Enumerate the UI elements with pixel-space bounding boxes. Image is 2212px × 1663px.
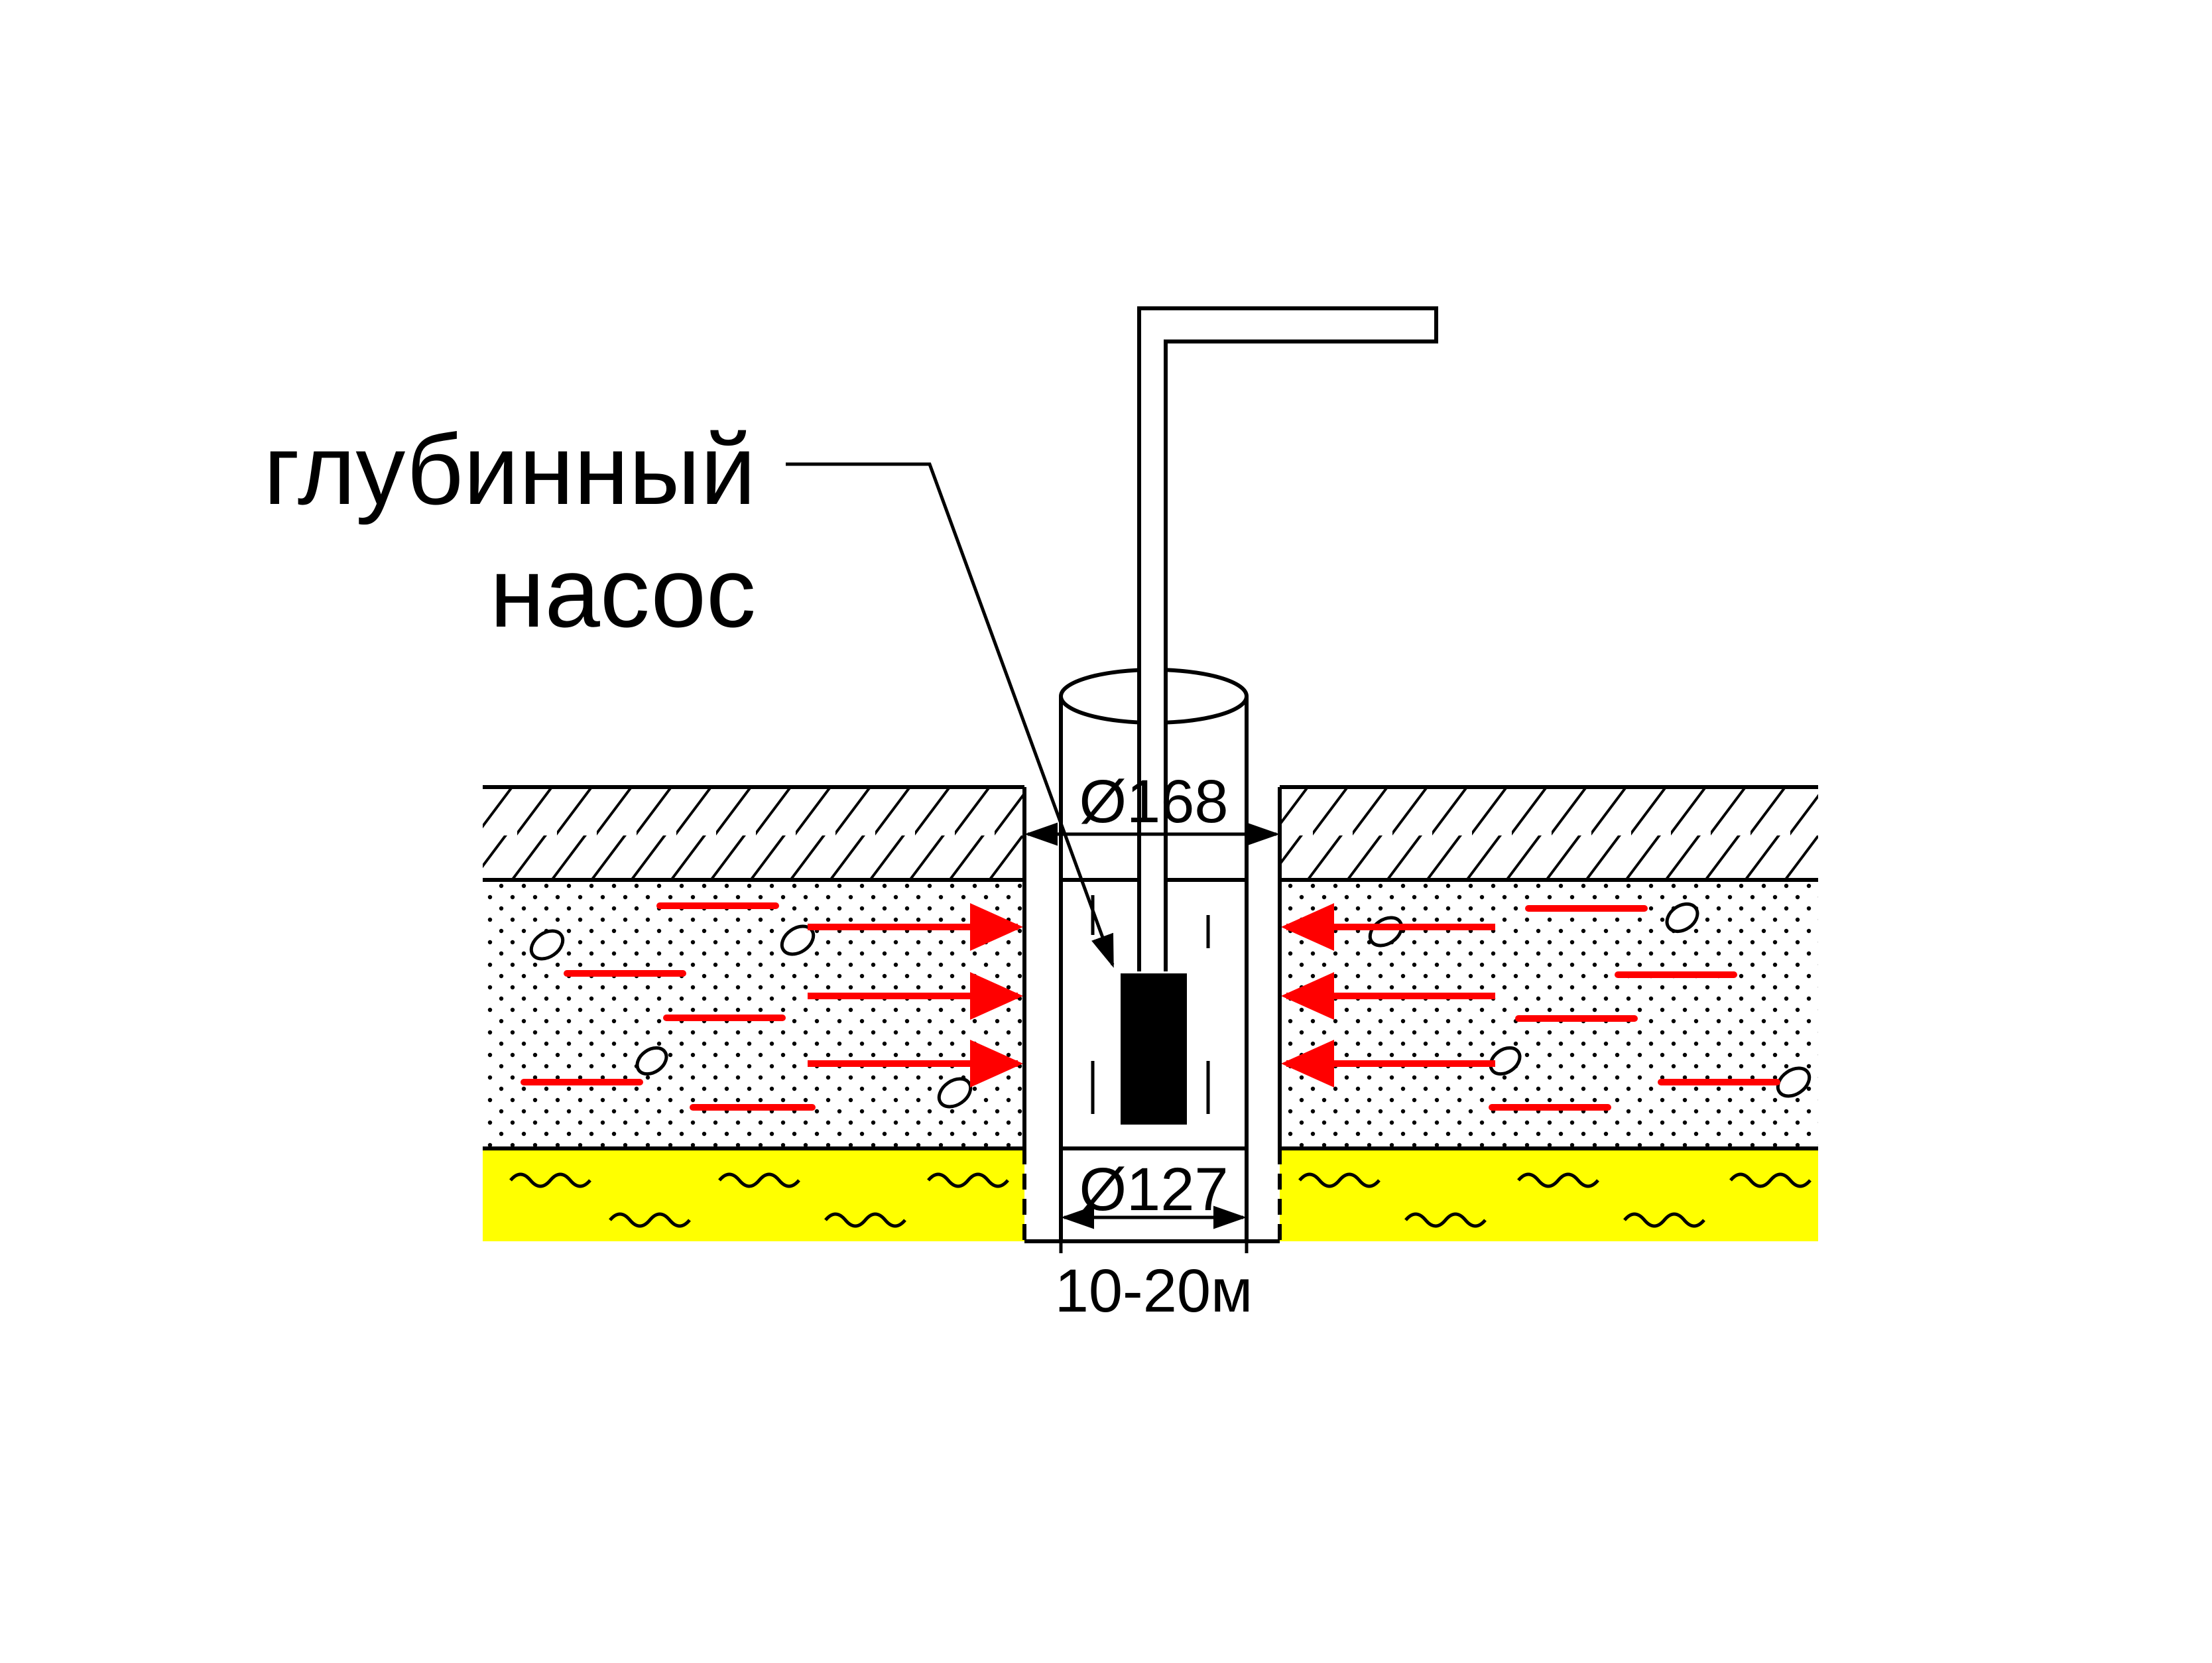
- depth-label: 10-20м: [1055, 1257, 1253, 1325]
- pebbles: [529, 902, 1812, 1109]
- aquifer-right: [1280, 1148, 1818, 1241]
- inner-diameter-label: Ø127: [1079, 1156, 1228, 1223]
- topsoil-right: [1280, 787, 1818, 880]
- deep-pump: [1121, 973, 1187, 1125]
- pump-label-line1: глубинный: [263, 414, 756, 525]
- topsoil-left: [483, 787, 1024, 880]
- ground-left: [483, 785, 1024, 1241]
- water-waves: [509, 1172, 1812, 1228]
- pump-label-line2: насос: [490, 536, 756, 648]
- pump-leader-line: [786, 462, 1115, 968]
- aquifer-left: [483, 1148, 1024, 1241]
- ground-right: [1280, 785, 1818, 1241]
- outer-diameter-label: Ø168: [1079, 768, 1228, 835]
- water-flow-arrows: [808, 903, 1495, 1087]
- delivery-pipe: [1137, 306, 1438, 971]
- dimensions: [1024, 822, 1280, 1253]
- red-dashes: [521, 902, 1780, 1111]
